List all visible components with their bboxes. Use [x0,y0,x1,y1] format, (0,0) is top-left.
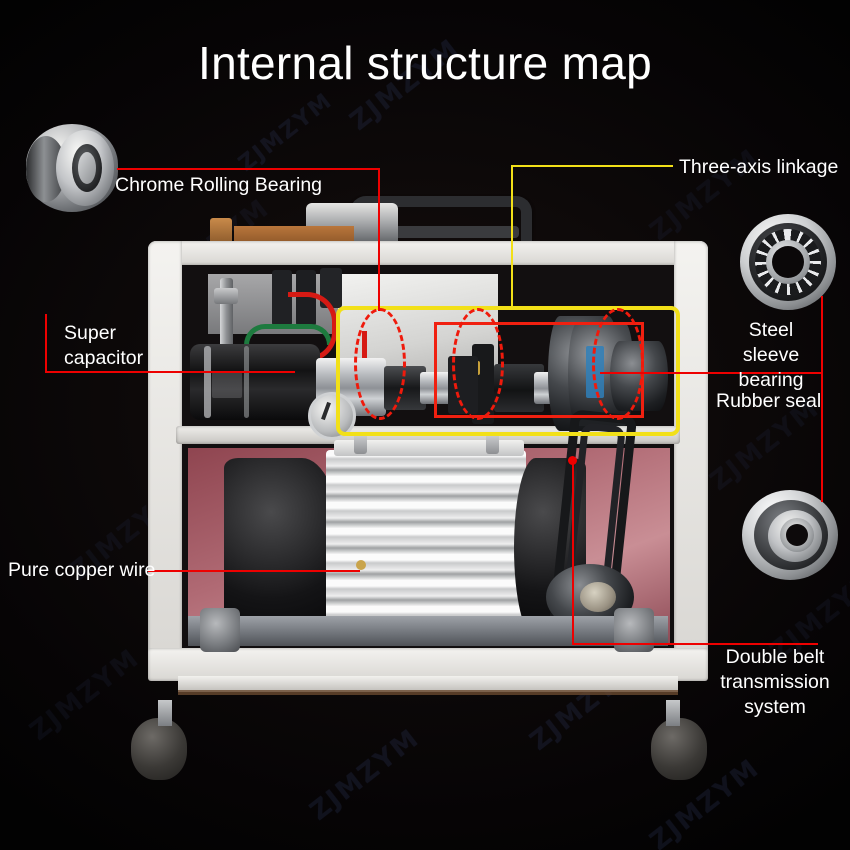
frame-top-rail [148,241,708,265]
frame-foot-edge [178,690,678,695]
caster-wheel-left [131,718,187,780]
leader-three-axis-h [513,165,673,167]
frame-left-post [148,241,182,681]
leader-super-capacitor-h [45,371,295,373]
machine-cutaway-photo [148,196,708,726]
caster-stem-right [666,700,680,726]
label-steel-sleeve-bearing: Steel sleeve bearing [738,319,804,391]
capacitor-label [212,372,242,398]
motor-top-rail [334,440,524,456]
three-axis-highlight-box [336,306,680,436]
frame-right-post [674,241,708,681]
motor-end-cap-left [224,458,342,638]
label-chrome-rolling-bearing: Chrome Rolling Bearing [115,174,323,196]
contactor-a [272,270,292,326]
terminal-nut [214,288,238,304]
frame-foot-rail [178,676,678,692]
leader-three-axis-v [511,165,513,306]
caster-wheel-right [651,718,707,780]
linkage-ellipse-2 [452,308,504,420]
linkage-ellipse-3 [592,308,644,420]
lower-pulley-hub [580,582,616,612]
leader-chrome-bearing-v [378,168,380,311]
motor-body [326,450,526,646]
leader-steel-sleeve-v [821,296,823,390]
leader-chrome-bearing-h [117,168,380,170]
copper-fitting [210,218,232,244]
open-ball-bearing-image [740,214,836,310]
frame-bottom-rail [148,648,708,681]
leader-double-belt-h [572,643,818,645]
caster-stem-left [158,700,172,726]
linkage-ellipse-1 [354,308,406,420]
super-capacitor-body [190,344,320,420]
capacitor-band-2 [244,346,249,418]
thrust-bearing-image [22,118,122,218]
caster-mount-right [614,608,654,652]
caster-mount-left [200,608,240,652]
label-pure-copper-wire: Pure copper wire [8,559,156,581]
leader-rubber-seal-h [600,372,680,374]
leader-rubber-seal-v [821,372,823,502]
page-title: Internal structure map [197,37,653,89]
leader-double-belt-dot [568,456,577,465]
capacitor-band-1 [204,346,211,418]
motor-screw [356,560,366,570]
leader-rubber-seal-divider [676,372,823,374]
motor-bolt-right [486,432,499,454]
label-super-capacitor: Super capacitor [64,322,144,369]
label-rubber-seal: Rubber seal [716,390,822,412]
leader-double-belt-v [572,460,574,645]
bottom-tray [188,616,668,646]
sealed-ball-bearing-image [740,484,840,584]
label-three-axis-linkage: Three-axis linkage [679,156,839,178]
leader-super-capacitor-v [45,314,47,373]
label-double-belt-transmission: Double belt transmission system [720,646,830,718]
motor-bolt-left [354,432,367,454]
leader-copper-wire-h [148,570,360,572]
